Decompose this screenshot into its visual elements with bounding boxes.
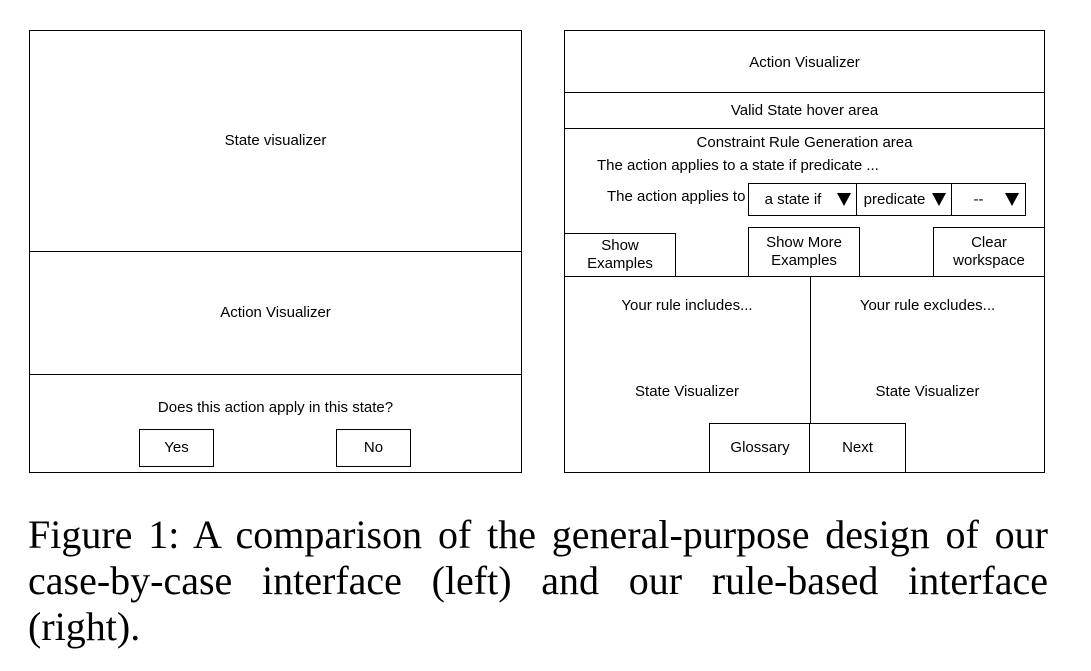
right-center-divider xyxy=(810,276,811,473)
state-if-dropdown[interactable]: a state if xyxy=(748,183,858,216)
includes-state-visualizer: State Visualizer xyxy=(635,383,739,400)
figure-caption: Figure 1: A comparison of the general-pu… xyxy=(28,512,1048,649)
left-action-visualizer: Action Visualizer xyxy=(220,304,331,321)
constraint-rule-title: Constraint Rule Generation area xyxy=(696,134,913,151)
valid-state-hover-area: Valid State hover area xyxy=(730,102,879,119)
rule-prefix-label: The action applies to xyxy=(607,188,746,205)
apply-question: Does this action apply in this state? xyxy=(157,399,394,416)
predicate-dropdown[interactable]: predicate xyxy=(856,183,953,216)
value-dropdown[interactable]: -- xyxy=(951,183,1026,216)
show-examples-button[interactable]: Show Examples xyxy=(564,233,676,277)
left-divider-2 xyxy=(29,374,522,375)
glossary-button[interactable]: Glossary xyxy=(709,423,811,473)
rule-includes-title: Your rule includes... xyxy=(621,297,753,314)
predicate-dropdown-value: predicate xyxy=(863,191,926,208)
right-divider-1 xyxy=(564,92,1045,93)
constraint-sentence: The action applies to a state if predica… xyxy=(597,157,879,174)
clear-workspace-button[interactable]: Clear workspace xyxy=(933,227,1045,277)
right-action-visualizer: Action Visualizer xyxy=(749,54,860,71)
show-more-examples-button[interactable]: Show More Examples xyxy=(748,227,860,277)
state-if-dropdown-value: a state if xyxy=(764,191,822,208)
next-button[interactable]: Next xyxy=(809,423,906,473)
state-if-dropdown-arrow-icon xyxy=(837,193,851,206)
no-button[interactable]: No xyxy=(336,429,411,467)
left-divider-1 xyxy=(29,251,522,252)
predicate-dropdown-arrow-icon xyxy=(932,193,946,206)
rule-excludes-title: Your rule excludes... xyxy=(859,297,996,314)
value-dropdown-arrow-icon xyxy=(1005,193,1019,206)
right-divider-2 xyxy=(564,128,1045,129)
yes-button[interactable]: Yes xyxy=(139,429,214,467)
value-dropdown-value: -- xyxy=(973,191,984,208)
excludes-state-visualizer: State Visualizer xyxy=(875,383,980,400)
left-state-visualizer: State visualizer xyxy=(224,132,327,149)
